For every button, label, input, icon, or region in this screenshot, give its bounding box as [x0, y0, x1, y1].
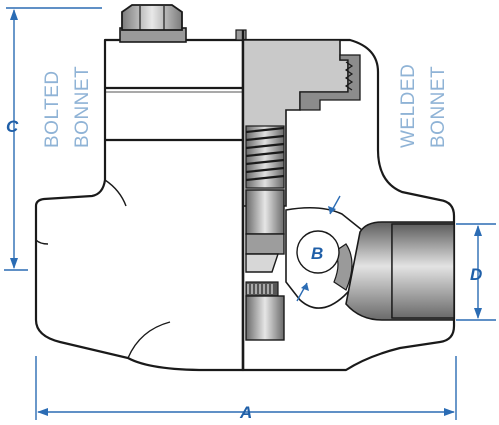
dimension-a-label: A: [239, 403, 252, 422]
thread-marks: [344, 61, 354, 91]
bolt-head: [121, 4, 183, 31]
dimension-d-label: D: [470, 265, 482, 284]
right-label-line2: BONNET: [428, 66, 449, 148]
bore-b-marker: [296, 195, 341, 302]
dimension-a: [35, 356, 457, 420]
welded-body: [241, 38, 456, 372]
welded-bonnet-half: [241, 38, 456, 372]
dimension-b-label: B: [311, 244, 323, 263]
bolted-bonnet-half: [34, 4, 247, 372]
left-label-line1: BOLTED: [42, 70, 63, 148]
right-label-line1: WELDED: [398, 64, 419, 148]
piston-disc: [245, 189, 285, 273]
bolted-body: [34, 38, 245, 372]
dimension-c: [4, 7, 102, 271]
left-label-line2: BONNET: [72, 66, 93, 148]
dimension-c-label: C: [6, 117, 19, 136]
seat-ring: [245, 281, 285, 341]
spring: [245, 125, 285, 189]
dimension-d: [456, 223, 496, 321]
